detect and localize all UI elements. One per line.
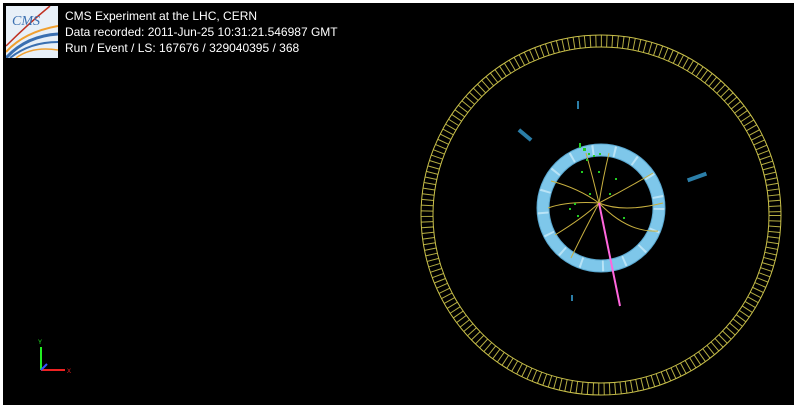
- y-axis-label: Y: [38, 340, 42, 346]
- run-event-ls: Run / Event / LS: 167676 / 329040395 / 3…: [65, 41, 300, 55]
- event-info: CMS Experiment at the LHC, CERN Data rec…: [65, 8, 338, 56]
- event-display: [420, 34, 782, 396]
- outer-muon-ring: [420, 34, 782, 396]
- data-recorded: Data recorded: 2011-Jun-25 10:31:21.5469…: [65, 25, 338, 39]
- muon-track: [598, 202, 621, 307]
- cms-logo-text: CMS: [12, 14, 40, 29]
- experiment-title: CMS Experiment at the LHC, CERN: [65, 9, 258, 23]
- tracker-hits: [569, 143, 625, 219]
- muon-segments: [517, 101, 708, 301]
- tracks: [547, 152, 664, 259]
- axes-indicator: Y X: [38, 340, 71, 375]
- event-display-viewport[interactable]: CMS CMS Experiment at the LHC, CERN Data…: [3, 3, 794, 405]
- x-axis-label: X: [67, 369, 71, 375]
- cms-logo-icon: CMS: [6, 6, 58, 58]
